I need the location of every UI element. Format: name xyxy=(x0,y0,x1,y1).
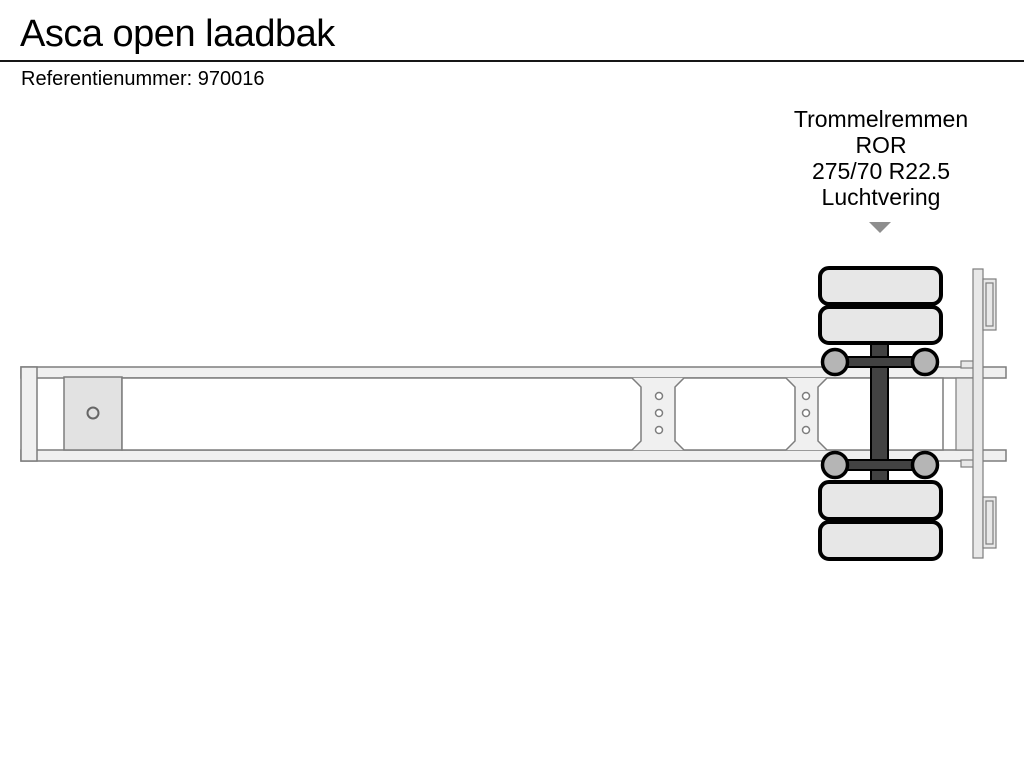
reference-label: Referentienummer: xyxy=(21,68,193,90)
spec-line-suspension: Luchtvering xyxy=(821,184,941,210)
reference-value: 970016 xyxy=(197,68,265,90)
rear-bumper-bar xyxy=(972,268,984,559)
bolt-hole xyxy=(654,408,664,418)
reference-number: Referentienummer: 970016 xyxy=(21,67,265,91)
frame-panel-front xyxy=(121,377,642,451)
tire xyxy=(818,305,943,345)
bolt-hole xyxy=(654,425,664,435)
rear-lamp-inner xyxy=(985,500,994,545)
frame-rail-top xyxy=(20,366,1007,379)
bolt-hole xyxy=(801,391,811,401)
rear-lamp-bracket-bottom xyxy=(982,496,997,549)
spec-line-axle-brand: ROR xyxy=(855,132,907,158)
air-bellow xyxy=(820,450,850,480)
kingpin xyxy=(86,406,100,420)
tire xyxy=(818,480,943,521)
axle-assembly xyxy=(818,266,943,561)
bolt-hole xyxy=(801,408,811,418)
spec-line-tire-size: 275/70 R22.5 xyxy=(811,158,951,184)
rear-lamp-bracket-top xyxy=(982,278,997,331)
chassis-frame xyxy=(20,268,1007,559)
header-divider xyxy=(0,60,1024,62)
tire xyxy=(818,520,943,561)
tire xyxy=(818,266,943,306)
frame-panel-middle xyxy=(674,377,796,451)
air-bellow xyxy=(910,450,940,480)
rear-lamp-inner xyxy=(985,282,994,327)
bolt-hole xyxy=(801,425,811,435)
kingpin-plate xyxy=(63,376,123,451)
cross-member-bolt-holes xyxy=(654,391,811,435)
spec-line-brakes: Trommelremmen xyxy=(793,106,969,132)
air-bellow xyxy=(820,347,850,377)
air-bellow xyxy=(910,347,940,377)
axle-spec-annotation: Trommelremmen ROR 275/70 R22.5 Luchtveri… xyxy=(711,106,1024,210)
front-cross-member xyxy=(20,366,38,462)
page-title: Asca open laadbak xyxy=(20,13,335,55)
arrow-down-icon xyxy=(869,222,891,233)
bolt-hole xyxy=(654,391,664,401)
